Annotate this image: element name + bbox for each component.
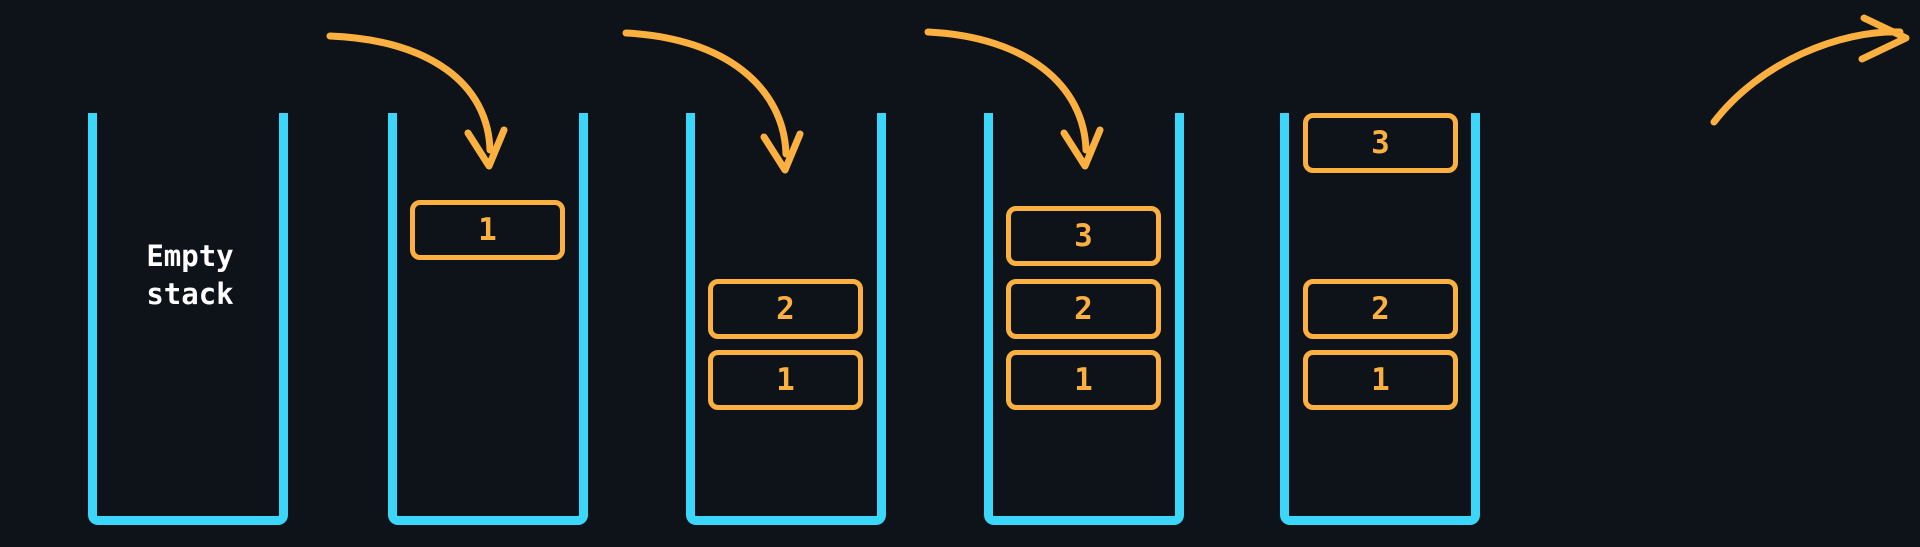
stack-cell: 2 — [1303, 279, 1458, 339]
stack-cell: 1 — [410, 200, 565, 260]
stack-cell: 1 — [1303, 350, 1458, 410]
stack-cell: 1 — [708, 350, 863, 410]
stack-cell: 1 — [1006, 350, 1161, 410]
stack-container — [388, 113, 588, 525]
stack-cell: 3 — [1006, 206, 1161, 266]
stack-container — [88, 113, 288, 525]
stack-container — [686, 113, 886, 525]
empty-stack-label: Empty stack — [146, 239, 234, 311]
stack-cell: 2 — [708, 279, 863, 339]
stack-cell-popped: 3 — [1303, 113, 1458, 173]
stack-container — [1280, 113, 1480, 525]
stack-container — [984, 113, 1184, 525]
stack-cell: 2 — [1006, 279, 1161, 339]
